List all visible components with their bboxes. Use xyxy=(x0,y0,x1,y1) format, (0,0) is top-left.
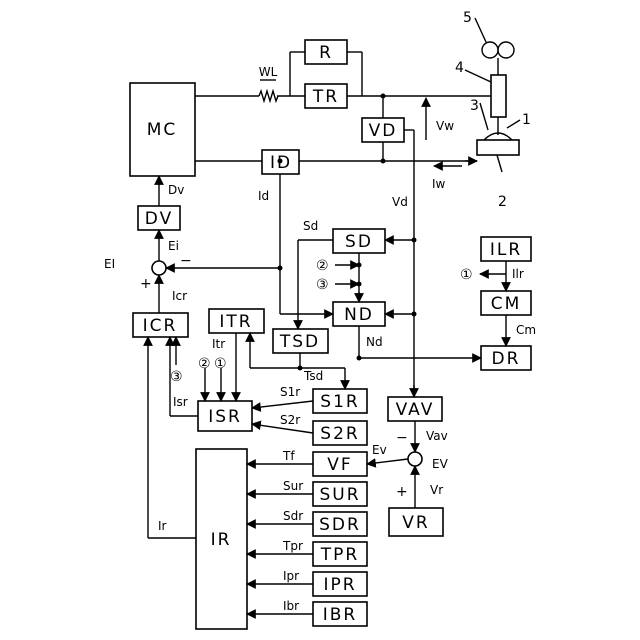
mc-label: MC xyxy=(147,120,178,140)
label-tsd: Tsd xyxy=(303,369,323,383)
vf-label: VF xyxy=(327,455,352,475)
label-vd: Vd xyxy=(392,195,408,209)
tsd-label: TSD xyxy=(279,332,320,352)
label-vw: Vw xyxy=(436,119,454,133)
summing-points xyxy=(152,261,422,466)
dv-label: DV xyxy=(145,209,173,229)
label-ibr: Ibr xyxy=(283,599,299,613)
ei-plus-sign: + xyxy=(140,276,152,292)
r-label: R xyxy=(319,43,333,63)
ref-3: 3 xyxy=(470,98,479,114)
label-ev: Ev xyxy=(372,443,387,457)
dr-label: DR xyxy=(492,349,521,369)
label-itr: Itr xyxy=(212,337,225,351)
vav-label: VAV xyxy=(396,400,435,420)
sur-label: SUR xyxy=(319,485,360,505)
torch-body xyxy=(491,75,506,117)
tpr-label: TPR xyxy=(320,545,359,565)
sd-label: SD xyxy=(345,232,373,252)
ev-summing-point xyxy=(408,452,422,466)
nd-label: ND xyxy=(344,305,374,325)
label-id: Id xyxy=(258,189,269,203)
circled-2-isr: ② xyxy=(198,356,211,372)
tr-label: TR xyxy=(312,87,339,107)
label-s1r: S1r xyxy=(280,385,300,399)
ref-5: 5 xyxy=(463,10,472,26)
s1r-label: S1R xyxy=(320,392,359,412)
label-icr: Icr xyxy=(172,289,187,303)
label-vr: Vr xyxy=(430,483,443,497)
sdr-label: SDR xyxy=(319,515,361,535)
ilr-label: ILR xyxy=(490,240,522,260)
label-isr: Isr xyxy=(173,395,188,409)
ibr-label: IBR xyxy=(323,605,358,625)
blocks: MC DV ID R TR VD SD ND ILR CM DR ICR ITR… xyxy=(130,40,531,629)
label-ei: Ei xyxy=(168,239,179,253)
label-tpr: Tpr xyxy=(282,539,303,553)
ev-plus-sign: + xyxy=(396,484,408,500)
label-sur: Sur xyxy=(283,479,303,493)
ei-summing-point xyxy=(152,261,166,275)
ref-1: 1 xyxy=(522,112,531,128)
label-ei-node: EI xyxy=(104,257,115,271)
ev-minus-sign: − xyxy=(396,430,408,446)
label-dv: Dv xyxy=(168,183,184,197)
s2r-label: S2R xyxy=(320,424,359,444)
circled-2-sd: ② xyxy=(316,258,329,274)
label-iw: Iw xyxy=(432,177,446,191)
label-nd: Nd xyxy=(366,335,383,349)
welding-torch xyxy=(465,18,520,172)
vr-label: VR xyxy=(402,513,429,533)
label-sdr: Sdr xyxy=(283,509,303,523)
label-vav: Vav xyxy=(426,429,448,443)
ipr-label: IPR xyxy=(323,575,356,595)
label-s2r: S2r xyxy=(280,413,300,427)
icr-label: ICR xyxy=(143,316,178,336)
circled-1-ilr: ① xyxy=(460,267,473,283)
wire-reel-right xyxy=(498,42,514,58)
ref-2: 2 xyxy=(498,194,507,210)
ei-minus-sign: − xyxy=(180,253,192,269)
circled-3-icr: ③ xyxy=(170,369,183,385)
label-wl: WL xyxy=(259,65,278,79)
circled-3-sd: ③ xyxy=(316,277,329,293)
label-ir: Ir xyxy=(158,519,167,533)
label-cm: Cm xyxy=(516,323,536,337)
label-ev-node: EV xyxy=(432,457,449,471)
isr-label: ISR xyxy=(208,407,242,427)
circled-1-isr: ① xyxy=(214,356,227,372)
wire-reel-left xyxy=(482,42,498,58)
base-material xyxy=(477,140,519,155)
label-tf: Tf xyxy=(282,449,295,463)
reactor-wl xyxy=(259,91,278,101)
ir-label: IR xyxy=(211,530,232,550)
label-sd: Sd xyxy=(303,219,318,233)
vd-label: VD xyxy=(369,121,398,141)
ref-4: 4 xyxy=(455,60,464,76)
label-ipr: Ipr xyxy=(283,569,299,583)
itr-label: ITR xyxy=(219,312,252,332)
label-ilr: Ilr xyxy=(512,267,524,281)
cm-label: CM xyxy=(491,294,522,314)
